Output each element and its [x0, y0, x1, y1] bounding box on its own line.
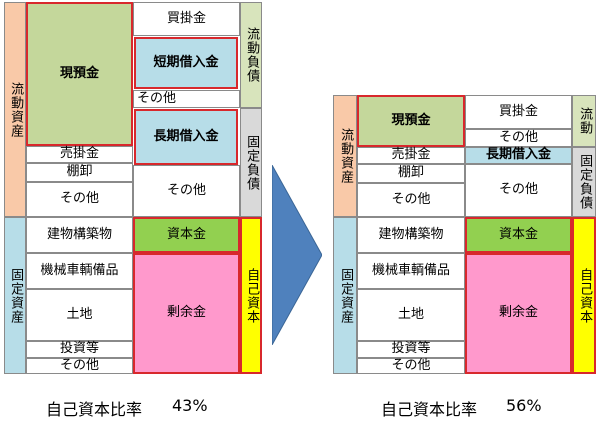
before-investments-block: 投資等 [26, 341, 133, 358]
after-receivables-block: 売掛金 [357, 147, 465, 164]
before-receivables-block: 売掛金 [26, 146, 133, 163]
after-other-current-liabilities-block: その他 [465, 129, 572, 147]
before-land-block: 土地 [26, 289, 133, 341]
after-current-assets-label: 流動資産 [333, 95, 357, 217]
before-inventory-block: 棚卸 [26, 163, 133, 182]
after-fixed-assets-label: 固定資産 [333, 217, 357, 374]
before-cash-block: 現預金 [26, 2, 133, 146]
right-arrow-icon [272, 165, 322, 345]
after-current-liabilities-label: 流動 [572, 95, 596, 147]
after-capital-block: 資本金 [465, 217, 572, 253]
before-equity-label: 自己資本 [240, 217, 262, 374]
before-equity-ratio-label: 自己資本比率 [46, 400, 143, 419]
before-other-current-liabilities-block: その他 [133, 90, 240, 108]
after-payables-block: 買掛金 [465, 95, 572, 129]
before-capital-block: 資本金 [133, 217, 240, 253]
after-investments-block: 投資等 [357, 341, 465, 358]
before-machinery-block: 機械車輌備品 [26, 253, 133, 289]
before-fixed-assets-label: 固定資産 [4, 217, 26, 374]
after-inventory-block: 棚卸 [357, 164, 465, 183]
before-other-current-assets-block: その他 [26, 182, 133, 217]
after-retained-earnings-block: 剰余金 [465, 253, 572, 374]
after-machinery-block: 機械車輌備品 [357, 253, 465, 289]
after-equity-ratio-value: 56% [506, 396, 542, 415]
after-other-fixed-assets-block: その他 [357, 358, 465, 374]
before-other-fixed-liabilities-block: その他 [133, 165, 240, 217]
after-other-fixed-liabilities-block: その他 [465, 164, 572, 217]
after-equity-ratio-label: 自己資本比率 [381, 400, 478, 419]
after-cash-block: 現預金 [357, 95, 465, 147]
before-current-liabilities-label: 流動負債 [240, 2, 262, 108]
after-fixed-liabilities-label: 固定負債 [572, 147, 596, 217]
after-equity-label: 自己資本 [572, 217, 596, 374]
after-land-block: 土地 [357, 289, 465, 341]
before-other-fixed-assets-block: その他 [26, 358, 133, 374]
before-fixed-liabilities-label: 固定負債 [240, 108, 262, 217]
before-short-term-loans-block: 短期借入金 [134, 37, 238, 89]
before-buildings-block: 建物構築物 [26, 217, 133, 253]
after-buildings-block: 建物構築物 [357, 217, 465, 253]
before-payables-block: 買掛金 [133, 2, 240, 36]
before-current-assets-label: 流動資産 [4, 2, 26, 217]
after-long-term-loans-block: 長期借入金 [465, 147, 572, 164]
before-equity-ratio-value: 43% [172, 396, 208, 415]
before-long-term-loans-block: 長期借入金 [134, 109, 238, 165]
before-retained-earnings-block: 剰余金 [133, 253, 240, 374]
after-other-current-assets-block: その他 [357, 183, 465, 217]
